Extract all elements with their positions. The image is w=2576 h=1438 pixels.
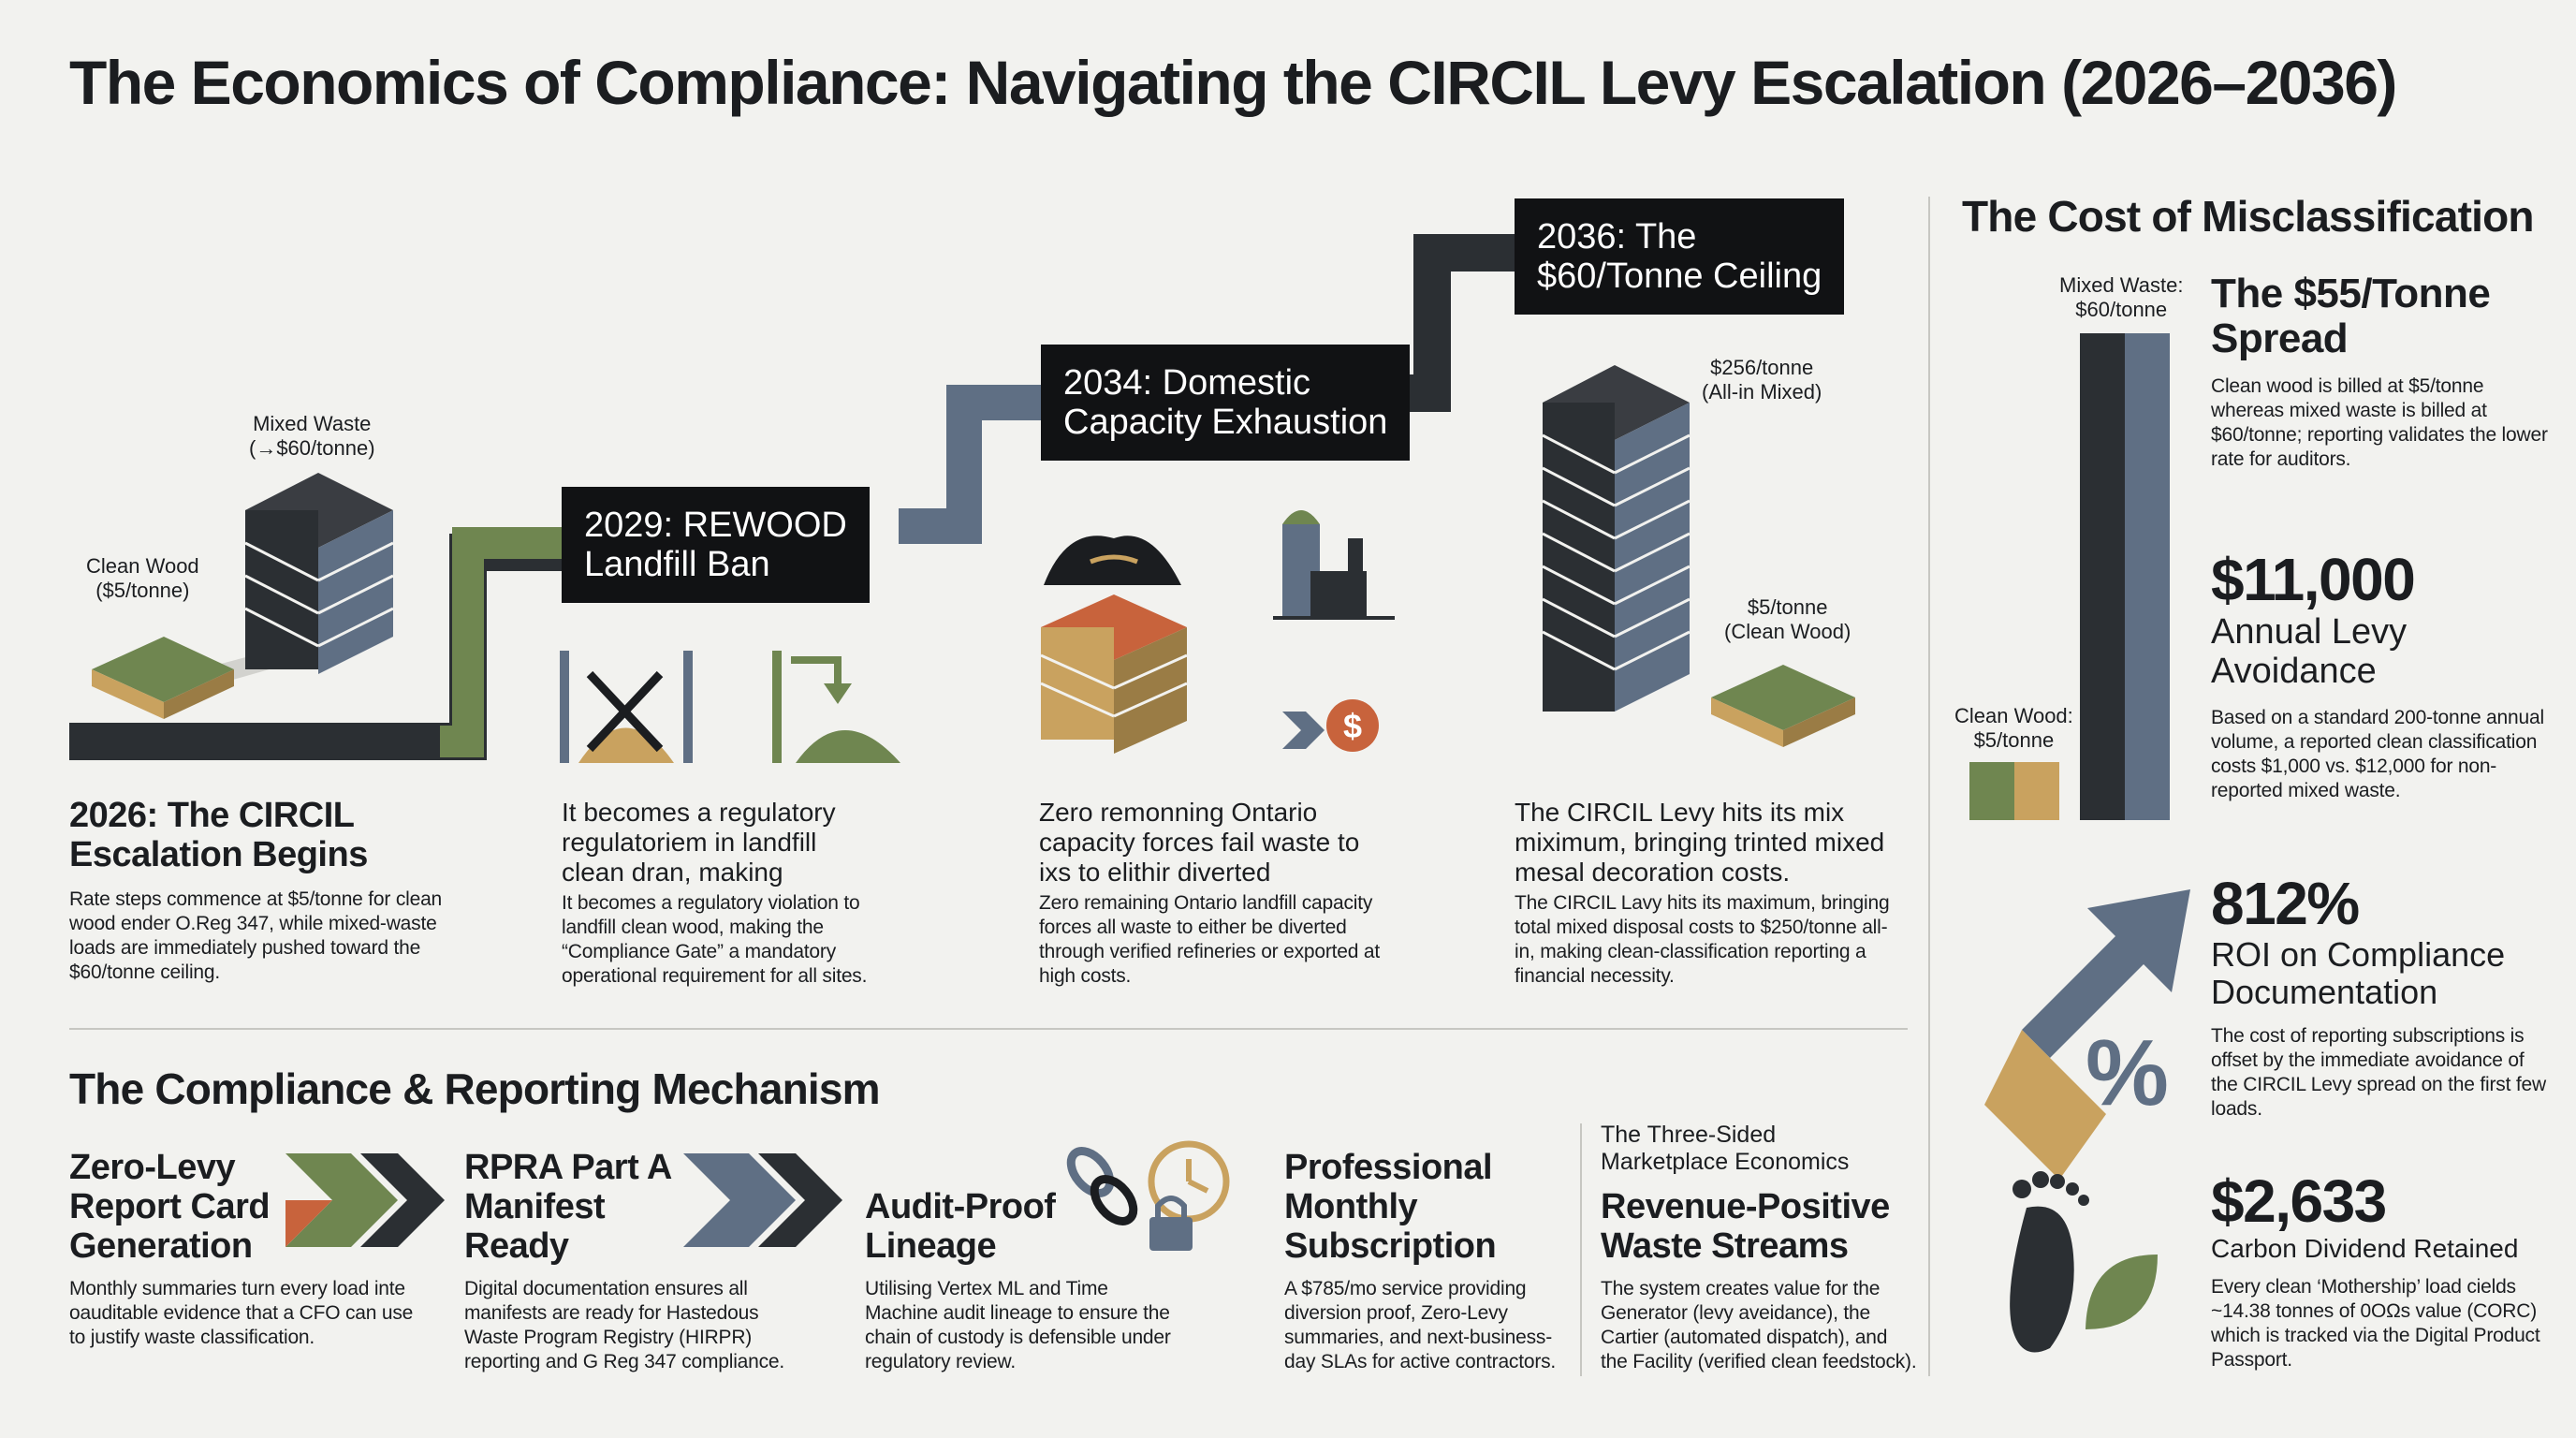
chevron-manifest-icon bbox=[683, 1153, 842, 1247]
stat-sub: ROI on Compliance Documentation bbox=[2211, 935, 2506, 1011]
section-divider bbox=[69, 1028, 1908, 1030]
mechanism-item-manifest: RPRA Part A Manifest Ready Digital docum… bbox=[464, 1148, 801, 1374]
mechanism-item-subscription: Professional Monthly Subscription A $785… bbox=[1284, 1148, 1565, 1374]
mechanism-item-body: Utilising Vertex ML and Time Machine aud… bbox=[865, 1278, 1171, 1372]
mechanism-item-body: The system creates value for the Generat… bbox=[1601, 1278, 1917, 1372]
mechanism-divider bbox=[1580, 1123, 1582, 1376]
mechanism-item-title: Professional Monthly Subscription bbox=[1284, 1148, 1497, 1266]
milestone-2036-box: 2036: The $60/Tonne Ceiling bbox=[1515, 198, 1845, 315]
mechanism-item-marketplace: The Three-Sided Marketplace Economics Re… bbox=[1601, 1122, 1919, 1374]
clean-wood-tile-2036 bbox=[1711, 665, 1855, 747]
mixed-waste-stack-2026 bbox=[244, 473, 394, 674]
rate-comparison-bars bbox=[1969, 333, 2170, 820]
bar-label-mixed: Mixed Waste: $60/tonne bbox=[2059, 273, 2184, 321]
stage-2026-heading: 2026: The CIRCIL Escalation Begins bbox=[69, 796, 368, 874]
stat-big: $2,633 bbox=[2211, 1167, 2387, 1235]
stat-big: 812% bbox=[2211, 870, 2360, 937]
mechanism-item-body: A $785/mo service providing diversion pr… bbox=[1284, 1278, 1557, 1372]
label-clean-wood-2026: Clean Wood ($5/tonne) bbox=[86, 554, 199, 602]
mechanism-item-kicker: The Three-Sided Marketplace Economics bbox=[1601, 1122, 1850, 1175]
milestone-2029-box: 2029: REWOOD Landfill Ban bbox=[562, 487, 870, 603]
mechanism-item-body: Monthly summaries turn every load inte o… bbox=[69, 1278, 414, 1348]
stat-big: $11,000 bbox=[2211, 546, 2416, 613]
mechanism-heading: The Compliance & Reporting Mechanism bbox=[69, 1064, 881, 1113]
label-mixed-waste-2026: Mixed Waste (→$60/tonne) bbox=[249, 412, 375, 460]
stage-2026-text: 2026: The CIRCIL Escalation Begins Rate … bbox=[69, 796, 444, 985]
mechanism-item-title: Revenue-Positive Waste Streams bbox=[1601, 1187, 1890, 1266]
page-title: The Economics of Compliance: Navigating … bbox=[69, 48, 2397, 117]
stat-body: Clean wood is billed at $5/tonne whereas… bbox=[2211, 375, 2548, 470]
refinery-icon bbox=[1273, 510, 1395, 620]
stat-sub: Annual Levy Avoidance bbox=[2211, 612, 2408, 691]
capacity-stack-icon bbox=[1040, 536, 1188, 754]
stage-2036-body: The CIRCIL Lavy hits its maximum, bringi… bbox=[1515, 892, 1890, 987]
stat-spread: The $55/Tonne Spread Clean wood is bille… bbox=[2211, 271, 2548, 472]
milestone-2034-box: 2034: Domestic Capacity Exhaustion bbox=[1041, 345, 1411, 461]
mechanism-item-lineage: Audit-Proof Lineage Utilising Vertex ML … bbox=[865, 1187, 1174, 1374]
landfill-ban-icon bbox=[560, 651, 693, 763]
mixed-waste-tower-2036 bbox=[1542, 365, 1690, 712]
mechanism-item-report-card: Zero-Levy Report Card Generation Monthly… bbox=[69, 1148, 425, 1350]
stat-big: The $55/Tonne Spread bbox=[2211, 271, 2491, 361]
chain-lock-clock-icon bbox=[1066, 1140, 1230, 1251]
stat-roi: 812% ROI on Compliance Documentation The… bbox=[2211, 871, 2548, 1122]
mechanism-item-title: RPRA Part A Manifest Ready bbox=[464, 1148, 672, 1266]
stage-2036-lead: The CIRCIL Levy hits its mix miximum, br… bbox=[1515, 798, 1885, 887]
carbon-footprint-icon bbox=[2010, 1171, 2158, 1353]
mechanism-icons bbox=[285, 1140, 1230, 1251]
sidebar-divider bbox=[1928, 197, 1930, 1376]
stage-2034-body: Zero remaining Ontario landfill capacity… bbox=[1039, 892, 1380, 987]
stat-body: The cost of reporting subscriptions is o… bbox=[2211, 1025, 2546, 1120]
svg-text:%: % bbox=[2086, 1020, 2169, 1125]
sidebar-icons: % bbox=[1969, 333, 2190, 1353]
export-cost-icon: $ bbox=[1282, 699, 1379, 752]
divert-icon bbox=[772, 651, 900, 763]
mechanism-item-title: Audit-Proof Lineage bbox=[865, 1187, 1056, 1266]
mechanism-item-body: Digital documentation ensures all manife… bbox=[464, 1278, 785, 1372]
clean-wood-tile-2026 bbox=[92, 637, 234, 719]
stage-2026-body: Rate steps commence at $5/tonne for clea… bbox=[69, 888, 443, 983]
stage-2029-lead: It becomes a regulatory regulatoriem in … bbox=[562, 798, 836, 887]
stage-2034-lead: Zero remonning Ontario capacity forces f… bbox=[1039, 798, 1360, 887]
stage-2036-text: The CIRCIL Levy hits its mix miximum, br… bbox=[1515, 798, 1898, 989]
stat-body: Based on a standard 200-tonne annual vol… bbox=[2211, 707, 2544, 801]
bar-label-clean: Clean Wood: $5/tonne bbox=[1954, 704, 2073, 752]
chevron-report-icon bbox=[285, 1153, 445, 1247]
timeline-road-slate bbox=[899, 385, 1048, 544]
stat-levy-avoidance: $11,000 Annual Levy Avoidance Based on a… bbox=[2211, 547, 2548, 803]
stage-2029-body: It becomes a regulatory violation to lan… bbox=[562, 892, 868, 987]
label-mixed-2036: $256/tonne (All-in Mixed) bbox=[1702, 356, 1822, 404]
timeline-road-dark bbox=[1395, 234, 1516, 412]
roi-arrow-icon: % bbox=[1984, 889, 2190, 1180]
label-clean-2036: $5/tonne (Clean Wood) bbox=[1724, 595, 1852, 643]
svg-text:$: $ bbox=[1343, 707, 1362, 745]
stat-carbon-dividend: $2,633 Carbon Dividend Retained Every cl… bbox=[2211, 1168, 2548, 1372]
sidebar-heading: The Cost of Misclassification bbox=[1962, 192, 2535, 241]
stage-2029-text: It becomes a regulatory regulatoriem in … bbox=[562, 798, 880, 989]
stat-body: Every clean ‘Mothership’ load cields ~14… bbox=[2211, 1276, 2540, 1371]
stat-sub: Carbon Dividend Retained bbox=[2211, 1234, 2519, 1263]
stage-2034-text: Zero remonning Ontario capacity forces f… bbox=[1039, 798, 1395, 989]
mechanism-item-title: Zero-Levy Report Card Generation bbox=[69, 1148, 271, 1266]
timeline-road-green bbox=[440, 527, 580, 757]
